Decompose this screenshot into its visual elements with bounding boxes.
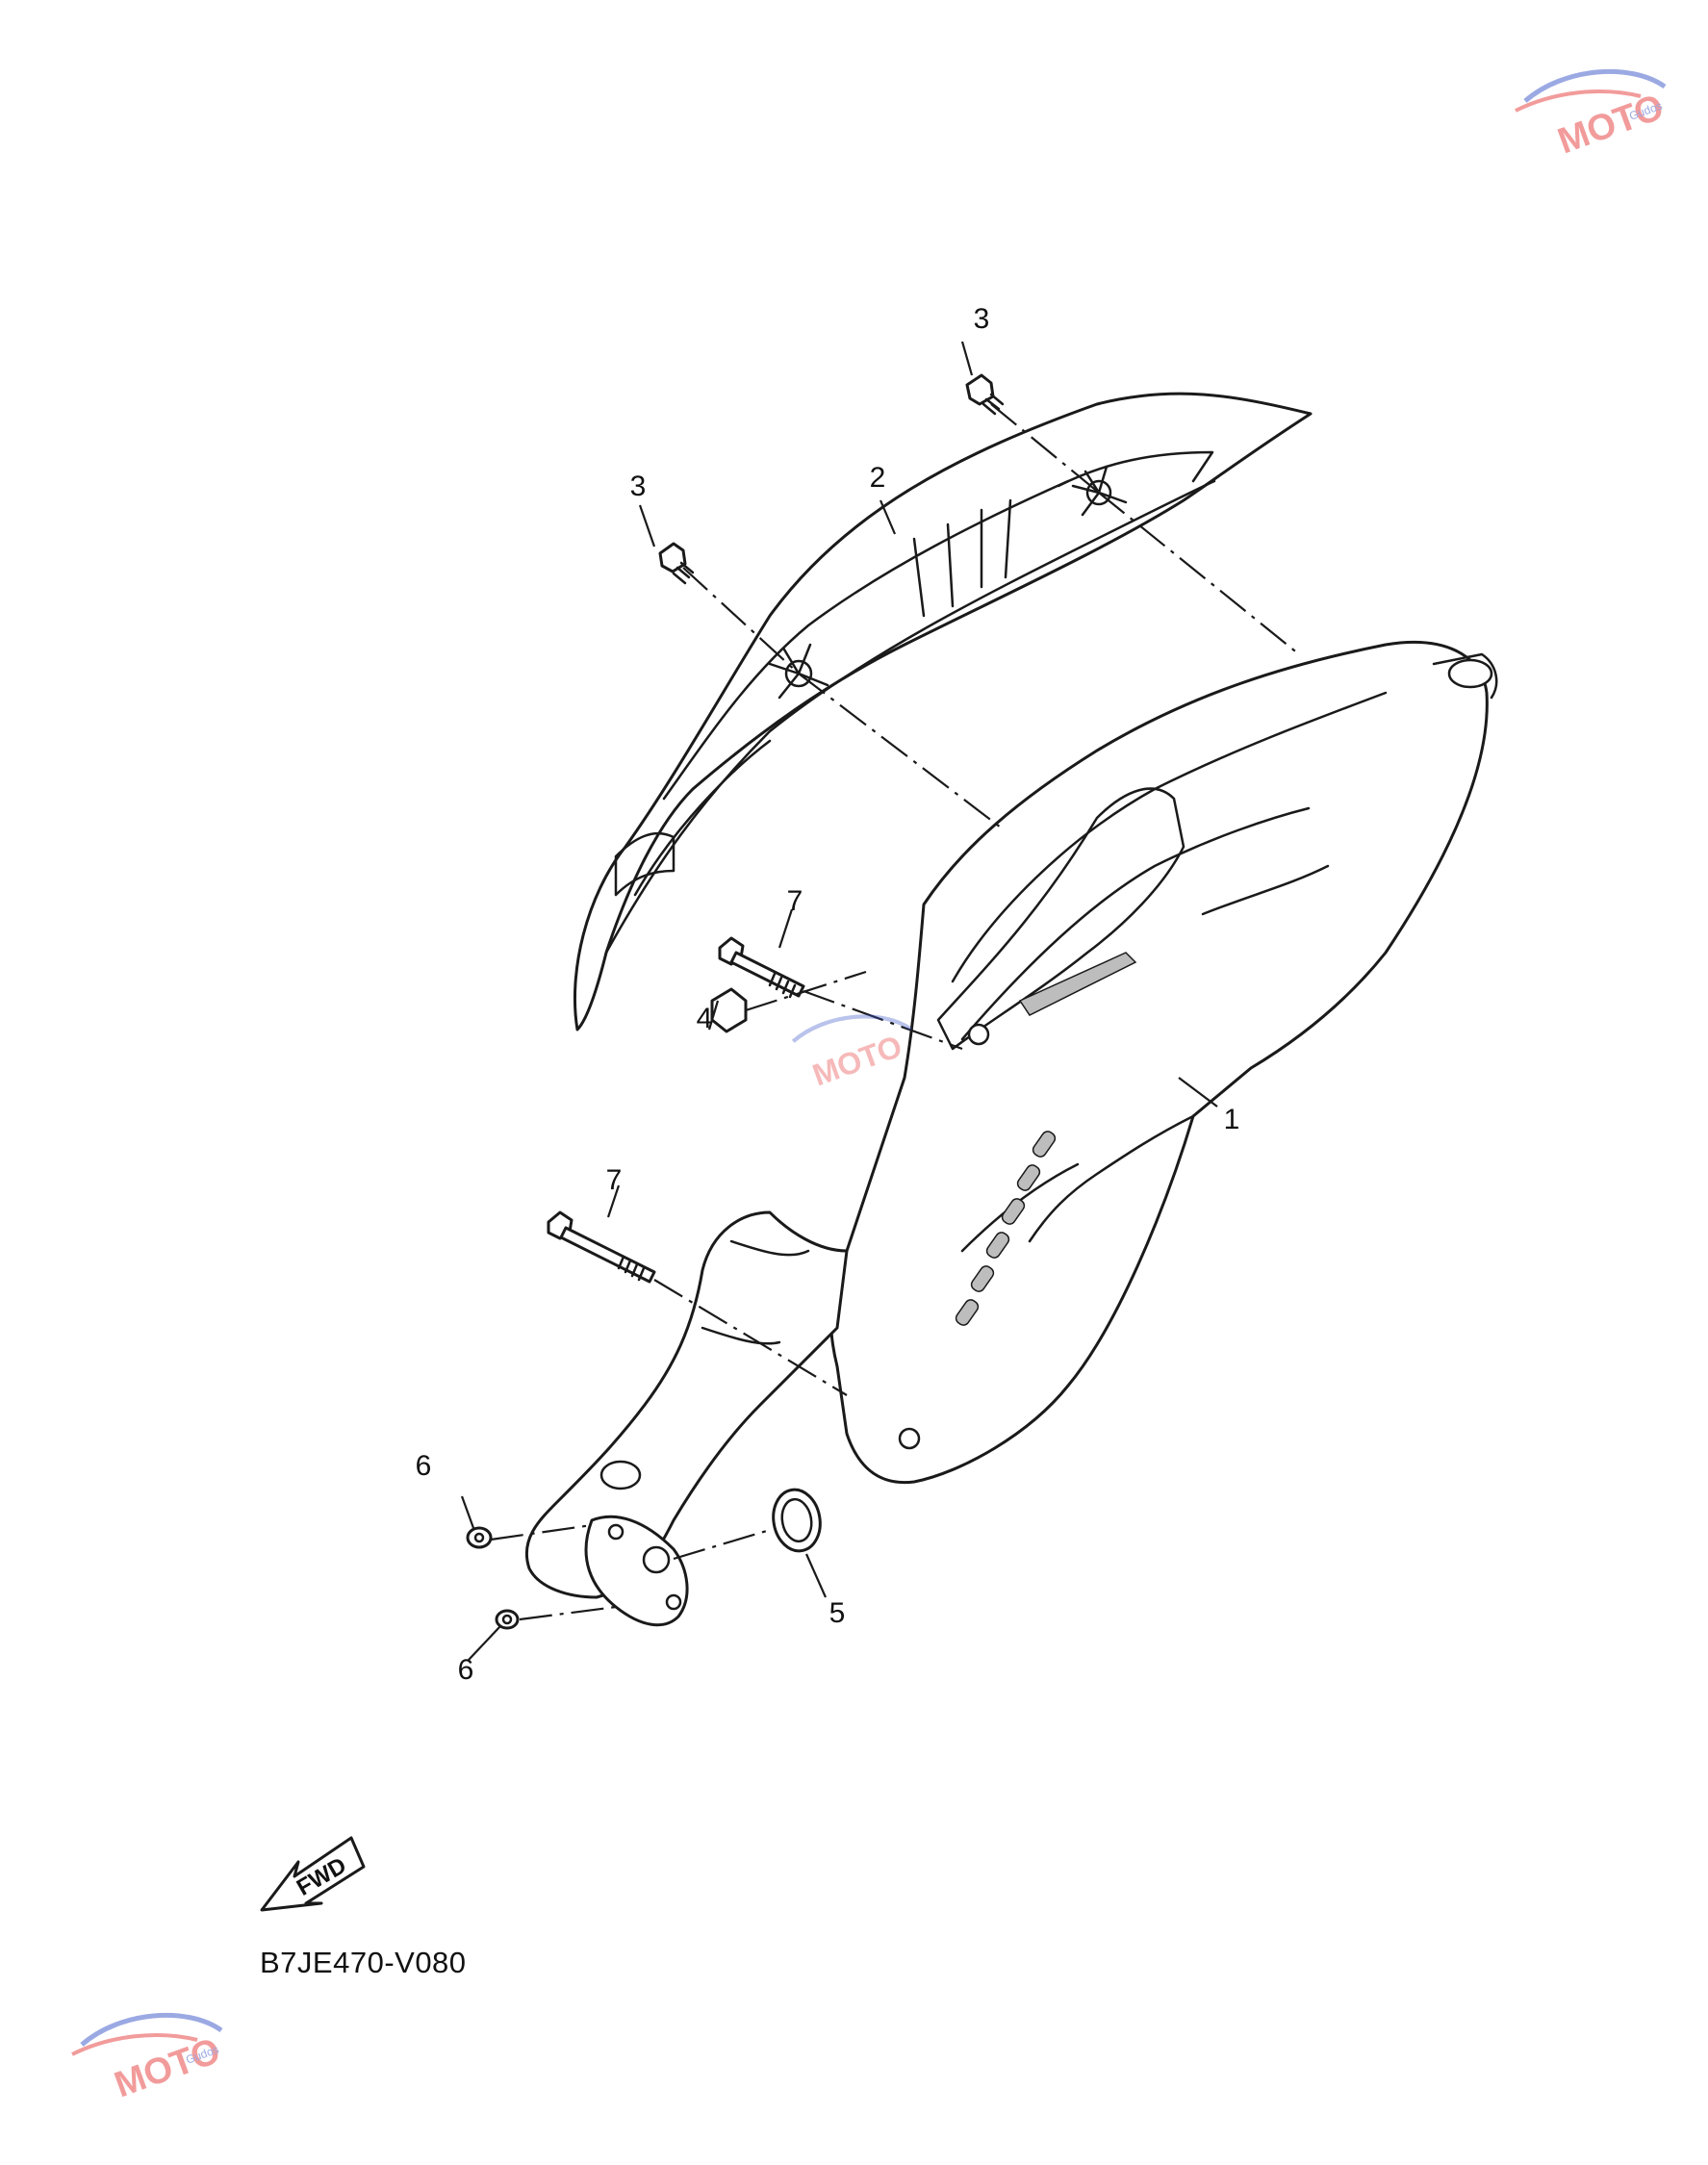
nut-6-upper	[466, 1526, 493, 1549]
callout-3-top: 3	[974, 303, 990, 335]
screw-3-top	[965, 373, 1005, 416]
watermark-logo-top-right: MOTO Gudos	[1515, 68, 1670, 162]
callout-4: 4	[697, 1003, 713, 1034]
svg-text:MOTO: MOTO	[110, 2030, 226, 2105]
svg-text:MOTO: MOTO	[808, 1029, 906, 1093]
heat-shield-slots	[955, 1131, 1057, 1326]
callout-1: 1	[1224, 1104, 1240, 1135]
callout-5: 5	[829, 1597, 846, 1629]
callout-labels: 1 2 3 3 4 5 6 6 7 7	[416, 303, 1240, 1686]
watermark-logo-bottom-left: MOTO Gudos	[71, 2012, 226, 2105]
svg-text:MOTO: MOTO	[1553, 87, 1670, 162]
callout-6-lower: 6	[458, 1654, 474, 1686]
callout-3-left: 3	[630, 471, 647, 502]
gasket-5	[772, 1488, 822, 1553]
muffler-assembly	[524, 640, 1498, 1627]
diagram-reference-code: B7JE470-V080	[260, 1946, 467, 1979]
watermark-logo-center: MOTO	[791, 1014, 913, 1093]
bolt-7-upper	[718, 936, 805, 999]
screw-3-left	[658, 542, 695, 585]
callout-7-upper: 7	[787, 885, 803, 917]
leader-lines	[490, 403, 1300, 1621]
callout-6-upper: 6	[416, 1450, 432, 1482]
nut-6-lower	[495, 1609, 520, 1630]
bolt-7-lower	[547, 1210, 656, 1284]
clip-4	[710, 987, 748, 1033]
callout-lines	[460, 341, 1218, 1661]
forward-direction-arrow: FWD	[260, 1836, 366, 1912]
callout-2: 2	[870, 462, 886, 494]
callout-7-lower: 7	[606, 1164, 623, 1196]
